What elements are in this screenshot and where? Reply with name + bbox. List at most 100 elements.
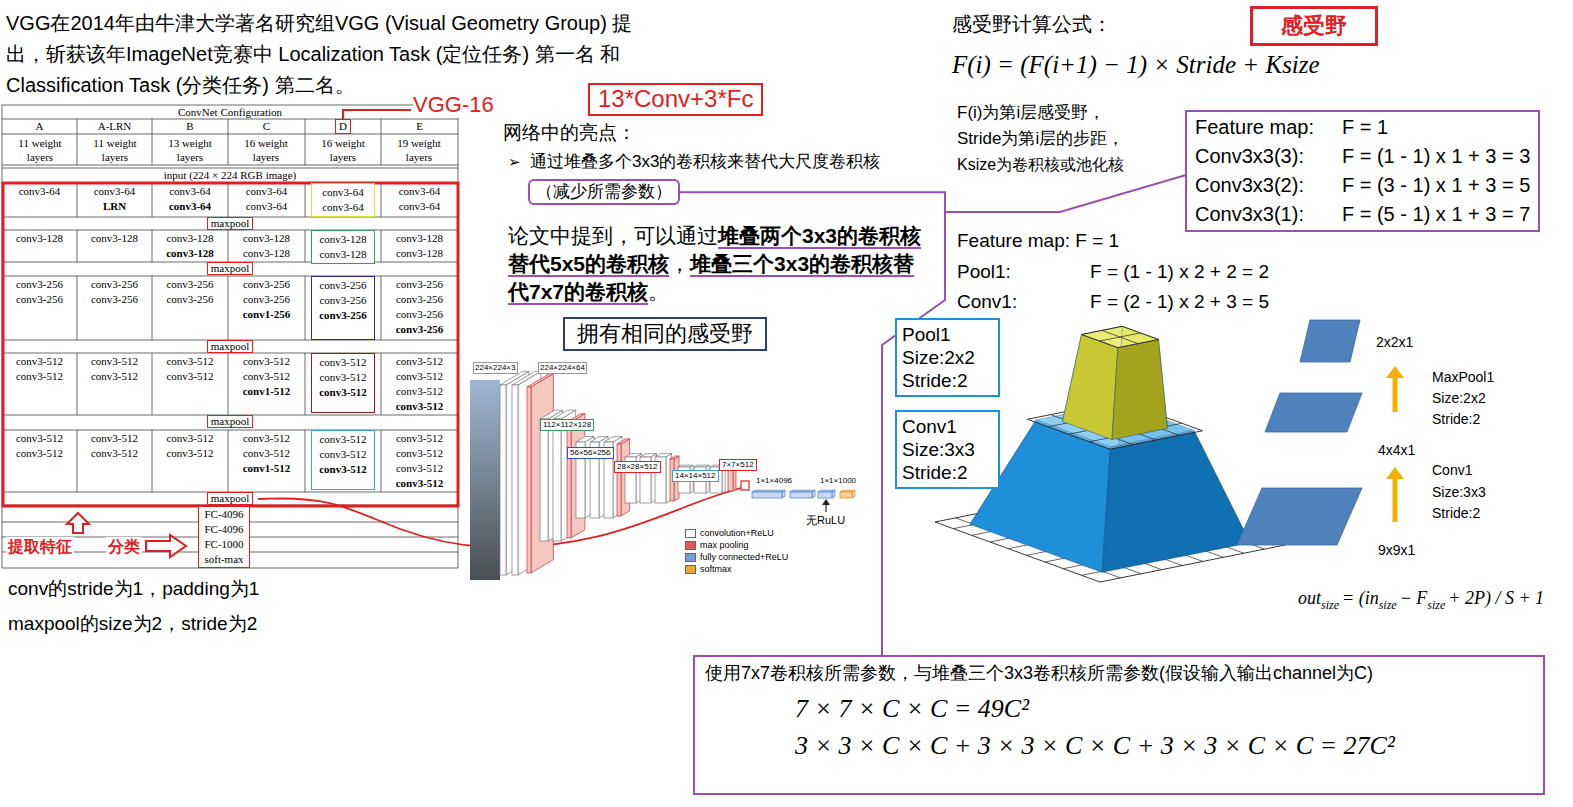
feature-map — [1265, 393, 1362, 432]
slab-front — [728, 469, 733, 491]
layer-param: Size:2x2 — [1432, 390, 1486, 407]
table-cell: conv3-256 — [166, 277, 213, 291]
table-rule — [228, 353, 229, 415]
node-text: Size:2x2 — [902, 346, 992, 369]
bullet-text: 通过堆叠多个3x3的卷积核来替代大尺度卷积核 — [530, 152, 880, 172]
table-rule — [2, 430, 458, 431]
slab-front — [553, 419, 561, 541]
slab-front — [527, 387, 531, 573]
table-cell: conv3-512 — [16, 369, 63, 383]
table-rule — [305, 119, 306, 165]
flow-arrow — [1393, 477, 1398, 522]
table-cell: conv3-512 — [396, 369, 443, 383]
table-cell: conv3-512 — [396, 399, 444, 413]
slab-side — [571, 414, 585, 538]
table-cell: conv3-512 — [396, 384, 443, 398]
table-cell: conv3-512 — [396, 476, 444, 490]
node-text: conv3-128 — [312, 232, 374, 247]
layer-slab — [818, 490, 835, 498]
node-text: 56×56×256 — [570, 448, 611, 458]
size-tag: 224×224×64 — [538, 362, 587, 374]
table-rule — [228, 119, 229, 165]
table-rule — [305, 353, 306, 415]
node-text: conv3-256 — [312, 308, 374, 323]
table-cell: conv3-512 — [91, 446, 138, 460]
table-cell: conv3-512 — [166, 354, 213, 368]
size-tag: 224×224×3 — [473, 362, 518, 374]
layer-slab — [752, 490, 785, 498]
input-photo — [470, 380, 500, 580]
table-cell: conv3-512 — [243, 354, 290, 368]
table-cell: 11 weight layers — [5, 136, 75, 164]
table-cell: conv3-512 — [396, 446, 443, 460]
table-rule — [152, 119, 153, 165]
layer-group-box: conv3-512conv3-512conv3-512 — [311, 430, 375, 490]
slab-front — [567, 422, 571, 538]
pool-box: maxpool — [207, 217, 254, 230]
layer-group-box: conv3-256conv3-256conv3-256 — [311, 276, 375, 340]
pool-box: maxpool — [207, 262, 254, 275]
node-text: 7 × 7 × C × C = 49C² — [795, 693, 1533, 724]
node-text: conv3-64 — [312, 200, 374, 215]
bullet: ➢ — [508, 153, 521, 171]
size-tag: 14×14×512 — [672, 470, 719, 482]
slab-top — [617, 439, 630, 444]
size-tag: 1×1×4096 — [756, 476, 792, 486]
legend-text: max pooling — [700, 540, 749, 550]
node-text: conv3-512 — [312, 432, 374, 447]
layer-box: Pool1Size:2x2Stride:2 — [895, 318, 1000, 397]
table-cell: conv1-256 — [243, 307, 291, 321]
table-cell: C — [263, 120, 270, 133]
slab-front — [752, 492, 782, 498]
node-text: maxpool — [211, 263, 250, 274]
table-rule — [77, 230, 78, 262]
slab-front — [840, 492, 852, 498]
table-cell: conv3-256 — [166, 292, 213, 306]
flow-arrow-head — [1386, 467, 1404, 479]
table-rule — [381, 353, 382, 415]
table-cell: LRN — [103, 199, 126, 213]
table-rule — [305, 183, 306, 217]
table-cell: E — [416, 120, 423, 133]
feature-maps — [1237, 320, 1404, 545]
table-cell: 19 weight layers — [384, 136, 454, 164]
layer-group-box: conv3-512conv3-512conv3-512 — [311, 353, 375, 413]
up-arrow — [67, 513, 89, 533]
note-text: Ksize为卷积核或池化核 — [957, 155, 1124, 174]
table-cell: A-LRN — [98, 120, 132, 133]
table-cell: conv3-64 — [169, 199, 211, 213]
text-run: 论文中提到，可以通过 — [508, 224, 718, 247]
layer-group-box: conv3-128conv3-128 — [311, 230, 375, 264]
legend-swatch — [685, 529, 696, 538]
node-text: 28×28×512 — [617, 462, 658, 472]
layer-slab — [790, 490, 815, 498]
node-text: FC-4096 — [204, 507, 243, 522]
table-rule — [2, 165, 458, 166]
table-cell: conv3-512 — [396, 461, 443, 475]
node-text: Pool1 — [902, 323, 992, 346]
table-cell: 16 weight layers — [231, 136, 301, 164]
table-rule — [152, 430, 153, 492]
node-text: 13*Conv+3*Fc — [598, 85, 753, 114]
subscript: size — [1379, 598, 1397, 612]
node-text: conv3-512 — [312, 355, 374, 370]
node-text: 拥有相同的感受野 — [577, 321, 753, 347]
table-cell: conv3-64 — [399, 184, 441, 198]
layer-param: Conv1 — [1432, 462, 1472, 479]
highlight-mark — [741, 481, 749, 490]
legend-swatch — [685, 541, 696, 550]
feature-bracket — [3, 183, 458, 506]
size-tag: 28×28×512 — [614, 461, 661, 473]
node-text: Stride:2 — [902, 369, 992, 392]
table-cell: conv1-512 — [243, 461, 291, 475]
table-rule — [381, 119, 382, 165]
node-text: 感受野 — [1261, 13, 1367, 39]
highlight-box: 13*Conv+3*Fc — [588, 83, 763, 116]
node-text: conv3-256 — [312, 293, 374, 308]
flow-arrow — [1393, 376, 1398, 412]
table-rule — [228, 183, 229, 217]
slab-front — [617, 444, 621, 516]
node-text: 112×112×128 — [543, 420, 591, 430]
text-run: = ( — [1342, 588, 1365, 608]
